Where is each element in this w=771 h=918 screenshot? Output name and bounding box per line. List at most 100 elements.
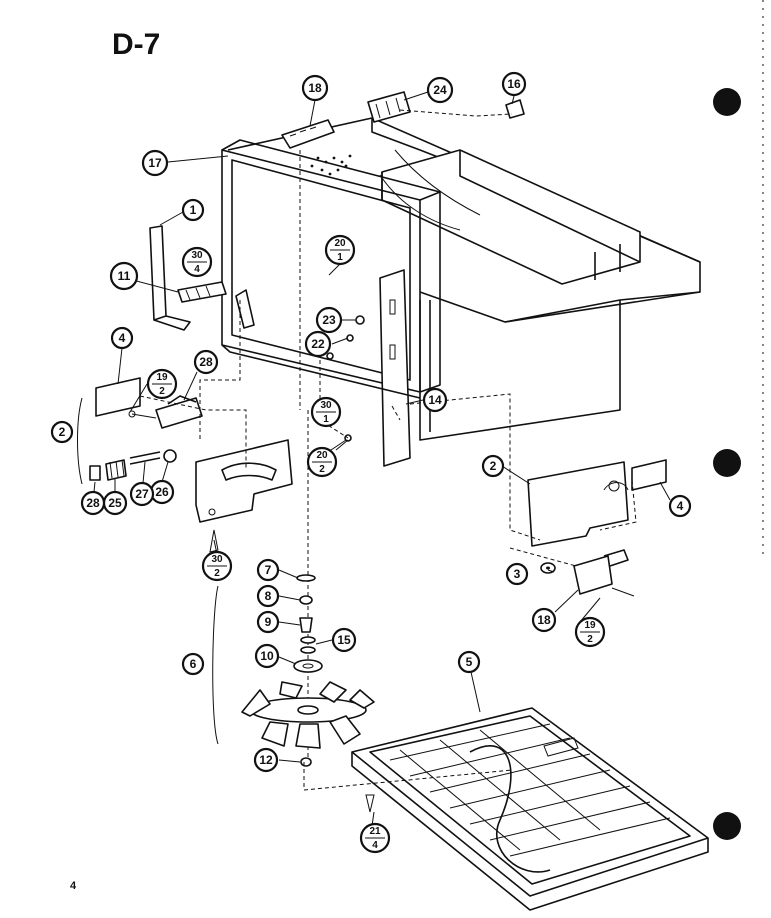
plate-4-right	[631, 459, 667, 491]
svg-text:2: 2	[587, 634, 593, 645]
front-frame-side	[419, 192, 441, 393]
binder-hole-bottom	[713, 812, 741, 840]
callout-14: 14	[422, 387, 448, 413]
svg-text:11: 11	[118, 269, 131, 283]
svg-text:16: 16	[507, 77, 521, 91]
part-12-nut	[300, 757, 312, 767]
callout-20-2: 202	[306, 446, 338, 478]
callout-30-2: 302	[201, 550, 233, 582]
page-number: 4	[70, 880, 77, 892]
svg-text:23: 23	[322, 313, 336, 327]
stirrer-fan-blade	[241, 681, 375, 749]
callout-12: 12	[253, 747, 279, 773]
callout-10: 10	[254, 643, 280, 669]
callout-5: 5	[457, 650, 481, 674]
part-15-washer	[300, 636, 316, 644]
callout-28-bottom: 28	[80, 490, 106, 516]
svg-text:1: 1	[337, 252, 343, 263]
bracket-6	[212, 585, 219, 745]
svg-text:2: 2	[490, 459, 497, 473]
svg-text:19: 19	[156, 372, 168, 383]
flange-slot	[389, 299, 396, 315]
cavity-top-panel	[227, 117, 701, 323]
stirrer-cover-arc-2	[379, 174, 461, 231]
svg-text:28: 28	[199, 355, 213, 369]
callout-19-2-left: 192	[146, 368, 178, 400]
bracket-2-right	[527, 461, 629, 547]
oven-cavity-assembly	[221, 117, 701, 467]
svg-text:28: 28	[86, 496, 100, 510]
stirrer-assembly-6	[241, 410, 375, 767]
part-10-pulley	[293, 659, 323, 673]
svg-text:7: 7	[265, 563, 272, 577]
callout-21-4: 214	[359, 822, 391, 854]
callout-4-right: 4	[668, 494, 692, 518]
terminal-block-24	[367, 91, 411, 123]
callout-25: 25	[102, 490, 128, 516]
leader-lines	[93, 91, 671, 827]
svg-text:1: 1	[323, 414, 329, 425]
vent-holes	[310, 154, 352, 176]
top-front-edge	[504, 291, 701, 323]
svg-text:20: 20	[334, 238, 346, 249]
terminal-block-18	[281, 119, 335, 149]
switch-18-right	[573, 549, 635, 597]
svg-text:10: 10	[260, 649, 274, 663]
switch-parts-25-28	[89, 449, 177, 481]
callout-7: 7	[256, 558, 280, 582]
svg-text:4: 4	[677, 499, 684, 513]
bracket-2-left	[77, 397, 83, 485]
front-frame-top	[221, 139, 441, 201]
part-7-washer	[296, 574, 316, 582]
callout-27: 27	[129, 481, 155, 507]
callout-19-2-right: 192	[574, 616, 606, 648]
svg-text:2: 2	[159, 386, 165, 397]
svg-text:30: 30	[320, 400, 332, 411]
callout-28-right: 28	[193, 349, 219, 375]
binder-hole-middle	[713, 449, 741, 477]
callout-20-1: 201	[324, 234, 356, 266]
callout-1: 1	[181, 198, 205, 222]
tray-film-sheet	[469, 745, 551, 873]
callout-6: 6	[181, 652, 205, 676]
svg-text:26: 26	[155, 485, 169, 499]
svg-text:8: 8	[265, 589, 272, 603]
svg-text:24: 24	[433, 83, 447, 97]
callout-3: 3	[505, 562, 529, 586]
svg-text:20: 20	[316, 450, 328, 461]
mounting-flange	[379, 269, 411, 467]
callout-17: 17	[141, 149, 169, 177]
svg-text:18: 18	[308, 81, 322, 95]
svg-text:18: 18	[537, 613, 551, 627]
bottom-tray-5	[351, 707, 709, 911]
svg-text:15: 15	[337, 633, 351, 647]
svg-text:1: 1	[190, 203, 197, 217]
svg-text:6: 6	[190, 657, 197, 671]
svg-text:14: 14	[428, 393, 442, 407]
callout-23: 23	[315, 306, 343, 334]
svg-text:21: 21	[369, 826, 381, 837]
svg-text:2: 2	[59, 425, 66, 439]
callout-11: 11	[109, 261, 139, 291]
top-ridge	[371, 118, 701, 263]
side-bracket-1	[149, 225, 191, 331]
part-8-spacer	[299, 595, 313, 605]
callout-26: 26	[149, 479, 175, 505]
callout-15: 15	[331, 627, 357, 653]
svg-text:2: 2	[319, 464, 325, 475]
svg-text:4: 4	[119, 331, 126, 345]
switch-28-upper	[128, 395, 203, 429]
plate-4-left	[95, 377, 141, 417]
callout-24: 24	[426, 76, 454, 104]
svg-text:27: 27	[135, 487, 149, 501]
callout-2-right: 2	[481, 454, 505, 478]
callout-2-left: 2	[50, 420, 74, 444]
callout-16: 16	[501, 71, 527, 97]
svg-text:3: 3	[514, 567, 521, 581]
duct-ribs	[594, 244, 621, 280]
svg-text:17: 17	[148, 156, 162, 170]
svg-text:5: 5	[466, 655, 473, 669]
svg-text:9: 9	[265, 615, 272, 629]
